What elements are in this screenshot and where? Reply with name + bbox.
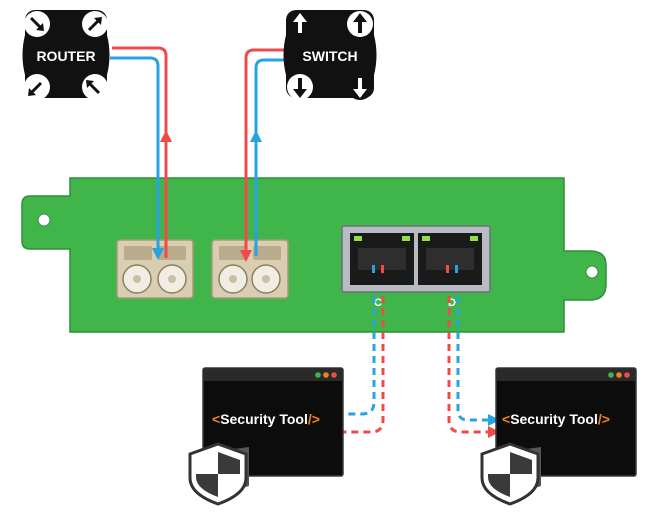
close-bracket: /> bbox=[308, 411, 320, 427]
open-bracket: < bbox=[212, 411, 220, 427]
open-bracket: < bbox=[502, 411, 510, 427]
router-label: ROUTER bbox=[36, 48, 95, 64]
shield-icon bbox=[188, 442, 249, 506]
router-badge[interactable]: ROUTER bbox=[22, 10, 110, 100]
rj45-port-block bbox=[341, 225, 491, 293]
switch-arrows-icon bbox=[293, 13, 367, 98]
window-dot-orange bbox=[323, 372, 329, 378]
window-dot-orange bbox=[616, 372, 622, 378]
port-d-label: D bbox=[448, 297, 456, 309]
led-d-left bbox=[422, 236, 430, 241]
router-link bbox=[110, 46, 172, 260]
led-d-right bbox=[470, 236, 478, 241]
fiber-port-b[interactable] bbox=[211, 239, 289, 299]
led-c-right bbox=[402, 236, 410, 241]
tap-board bbox=[21, 177, 607, 333]
svg-text:<Security Tool/>: <Security Tool/> bbox=[212, 411, 320, 427]
port-c-label: C bbox=[374, 297, 382, 309]
shield-icon bbox=[480, 442, 541, 506]
close-bracket: /> bbox=[598, 411, 610, 427]
port-c-monitor-link bbox=[330, 296, 385, 438]
led-c-left bbox=[354, 236, 362, 241]
fiber-port-a[interactable] bbox=[116, 239, 194, 299]
svg-text:<Security Tool/>: <Security Tool/> bbox=[502, 411, 610, 427]
tool-name: Security Tool bbox=[220, 411, 308, 427]
router-arrows-icon bbox=[28, 16, 102, 96]
tool-name: Security Tool bbox=[510, 411, 598, 427]
port-d-monitor-link bbox=[447, 296, 500, 438]
mount-hole-left bbox=[37, 213, 51, 227]
window-dot-green bbox=[315, 372, 321, 378]
window-dot-red bbox=[331, 372, 337, 378]
switch-link bbox=[240, 48, 292, 262]
switch-label: SWITCH bbox=[302, 48, 357, 64]
switch-badge[interactable]: SWITCH bbox=[283, 10, 377, 100]
mount-hole-right bbox=[585, 265, 599, 279]
window-dot-green bbox=[608, 372, 614, 378]
window-dot-red bbox=[624, 372, 630, 378]
